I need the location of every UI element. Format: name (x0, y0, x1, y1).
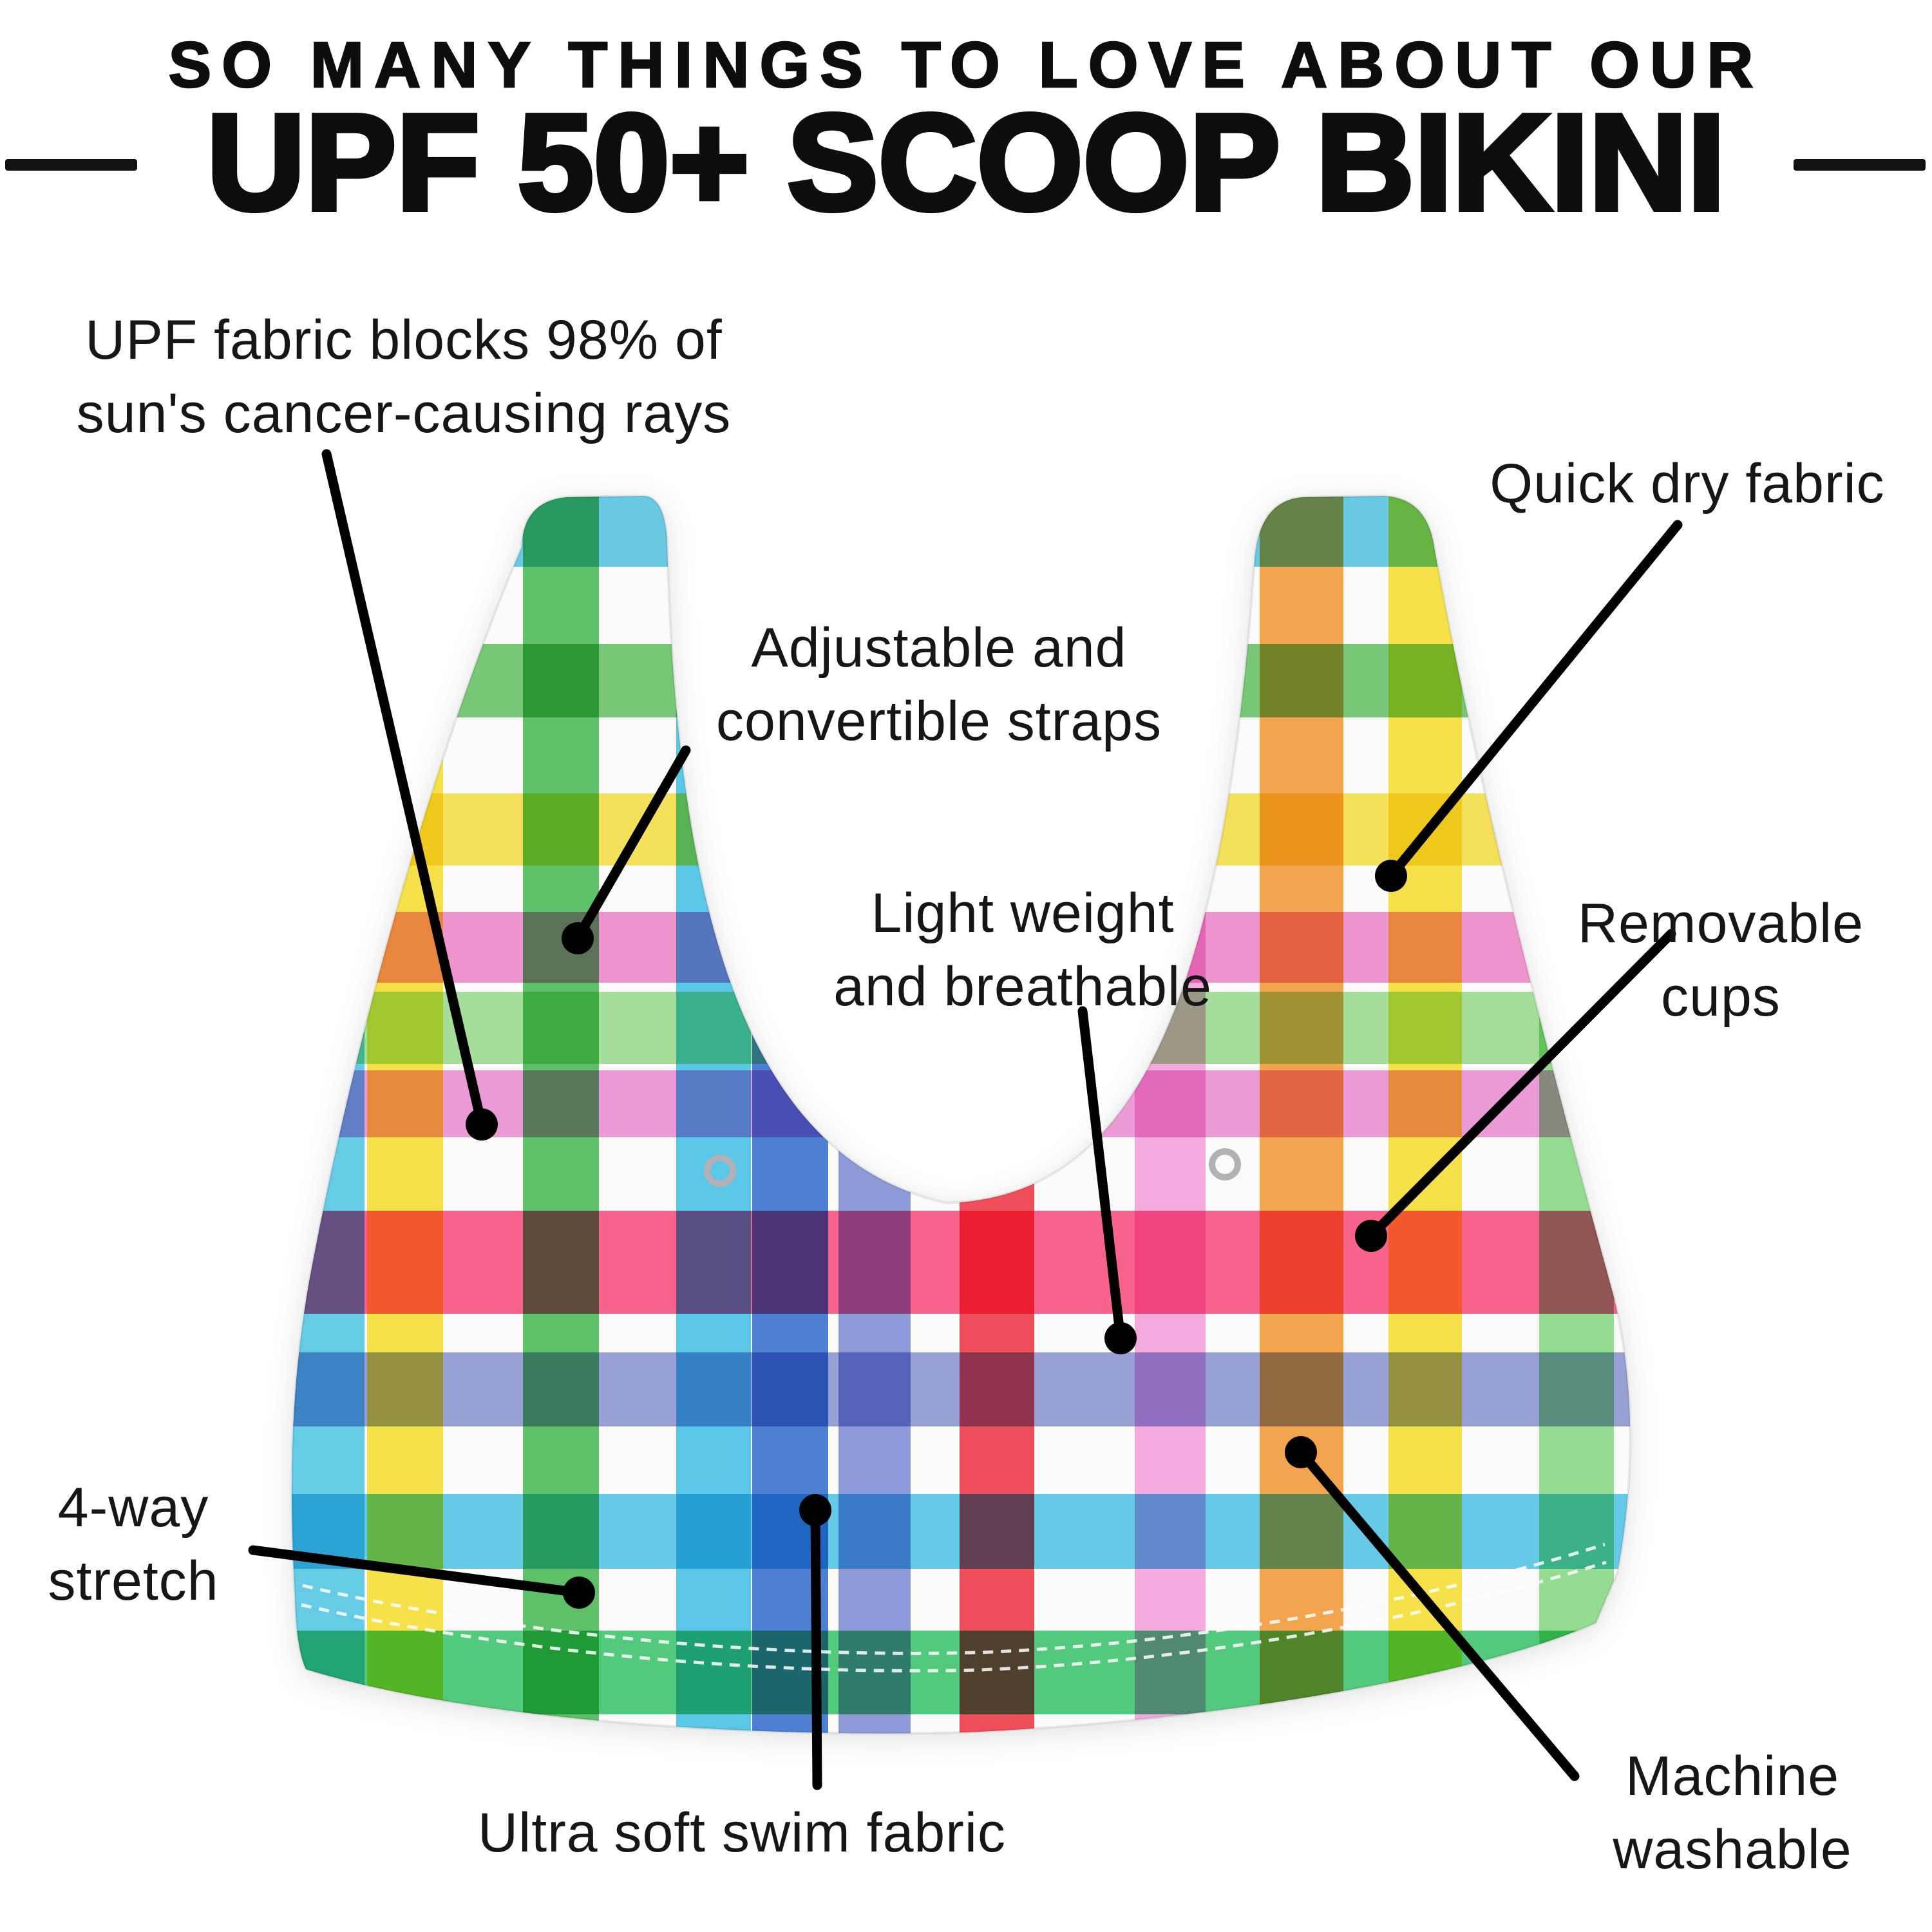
callout-label-upf-protection: UPF fabric blocks 98% of sun's cancer-ca… (77, 304, 732, 450)
callout-text-line: UPF fabric blocks 98% of (85, 309, 723, 371)
callout-dot-removable-cups (1355, 1220, 1387, 1252)
callout-text-line: Ultra soft swim fabric (477, 1802, 1007, 1864)
callout-text-line: and breathable (833, 955, 1212, 1018)
callout-text-line: convertible straps (716, 690, 1162, 752)
callout-dot-adjustable-straps (562, 922, 594, 954)
callout-text-line: Removable (1578, 893, 1864, 954)
hem-seam (301, 1542, 1607, 1672)
gingham-row (292, 1211, 1631, 1314)
title-dash-left (5, 159, 137, 171)
callout-text-line: cups (1661, 965, 1781, 1028)
callout-text-line: stretch (48, 1549, 219, 1612)
callout-label-machine-washable: Machine washable (1613, 1740, 1852, 1886)
callout-text-line: Light weight (871, 882, 1175, 944)
callout-label-lightweight: Light weight and breathable (833, 877, 1212, 1023)
callout-text-line: washable (1613, 1818, 1852, 1880)
callout-line-quick-dry (1386, 520, 1683, 881)
callout-dot-four-way-stretch (563, 1577, 595, 1609)
callout-dot-lightweight (1104, 1322, 1137, 1354)
callout-dots (466, 860, 1407, 1609)
callout-dot-quick-dry (1375, 860, 1407, 892)
callout-label-quick-dry: Quick dry fabric (1490, 448, 1884, 521)
callout-line-adjustable-straps (573, 745, 691, 943)
callout-label-ultra-soft: Ultra soft swim fabric (478, 1797, 1006, 1870)
callout-line-ultra-soft (810, 1505, 822, 1790)
callout-text-line: Adjustable and (751, 617, 1127, 679)
callout-line-upf-protection (321, 449, 487, 1130)
gingham-row (292, 1494, 1631, 1569)
callout-dot-upf-protection (466, 1108, 498, 1141)
header-kicker: SO MANY THINGS TO LOVE ABOUT OUR (167, 28, 1764, 102)
garment-outline (290, 494, 1632, 1735)
callout-line-lightweight (1077, 1006, 1126, 1343)
callout-dot-ultra-soft (799, 1494, 831, 1526)
strap-ring-right (1209, 1148, 1241, 1180)
strap-rings (704, 1148, 1241, 1187)
page-title: UPF 50+ SCOOP BIKINI (204, 86, 1728, 238)
hem-seam-stitch (301, 1560, 1607, 1672)
callout-line-four-way-stretch (248, 1545, 584, 1598)
callout-line-removable-cups (1366, 929, 1676, 1241)
callout-text-line: Quick dry fabric (1490, 453, 1885, 515)
callout-text-line: sun's cancer-causing rays (76, 382, 732, 444)
callout-label-four-way-stretch: 4-way stretch (48, 1472, 218, 1618)
gingham-row (292, 1352, 1631, 1426)
title-dash-right (1794, 159, 1926, 171)
callout-line-machine-washable (1296, 1447, 1580, 1781)
hem-seam-stitch (302, 1542, 1605, 1655)
callout-label-removable-cups: Removable cups (1578, 887, 1864, 1034)
strap-ring-left (704, 1155, 736, 1187)
callout-label-adjustable-straps: Adjustable and convertible straps (716, 612, 1162, 758)
callout-lines (248, 449, 1683, 1790)
callout-text-line: Machine (1625, 1745, 1840, 1807)
callout-text-line: 4-way (57, 1477, 209, 1539)
callout-dot-machine-washable (1285, 1436, 1317, 1468)
